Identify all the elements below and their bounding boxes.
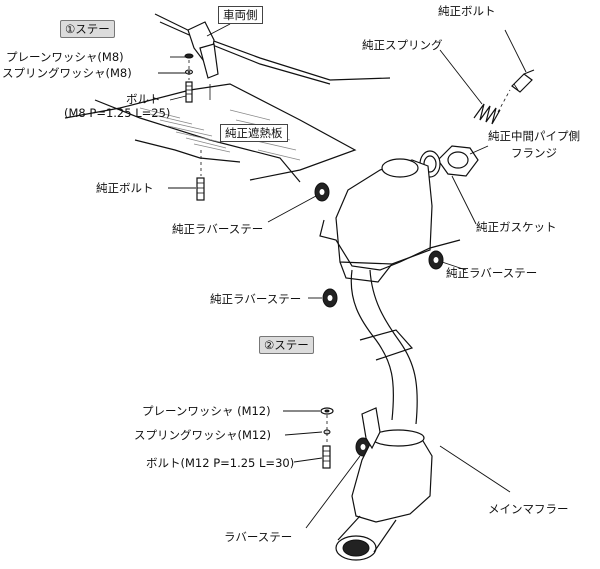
bolt-m12-label: ボルト(M12 P=1.25 L=30) <box>146 456 295 470</box>
rubber-stays <box>314 182 444 457</box>
oem-spring-label: 純正スプリング <box>362 38 443 52</box>
oem-bolt-top-label: 純正ボルト <box>438 4 496 18</box>
oem-bolt-left <box>196 177 205 201</box>
oem-bolt-left-label: 純正ボルト <box>96 181 154 195</box>
oem-mid-pipe-flange-label: 純正中間パイプ側 フランジ <box>488 129 580 160</box>
plain-washer-m8-label: プレーンワッシャ(M8) <box>6 50 124 64</box>
oem-bolt-top <box>511 69 535 93</box>
bolt-m8-spec-label: (M8 P=1.25 L=25) <box>64 106 171 120</box>
vehicle-side-label: 車両側 <box>218 6 263 24</box>
spring-washer-m12-label: スプリングワッシャ(M12) <box>134 428 272 442</box>
leader-lines <box>158 23 527 529</box>
oem-spring <box>473 103 501 125</box>
oem-rubber-stay-2-label: 純正ラバーステー <box>446 266 538 280</box>
plain-washer-m12-label: プレーンワッシャ (M12) <box>142 404 271 418</box>
oem-rubber-stay-1-label: 純正ラバーステー <box>172 222 264 236</box>
rubber-stay-label: ラバーステー <box>224 530 293 544</box>
silencer-body <box>319 158 461 283</box>
stay1-label: ①ステー <box>60 20 115 38</box>
stay2-label: ②ステー <box>259 336 314 354</box>
stay2-bracket <box>320 407 381 469</box>
bolt-m8-label: ボルト <box>126 92 161 106</box>
main-muffler-label: メインマフラー <box>488 502 569 516</box>
spring-washer-m8-label: スプリングワッシャ(M8) <box>2 66 132 80</box>
oem-gasket-label: 純正ガスケット <box>476 220 557 234</box>
stay1-bracket <box>187 21 219 100</box>
assembly-lines <box>188 60 511 444</box>
tailpipe-and-muffler <box>335 269 433 561</box>
oem-heat-shield-label: 純正遮熱板 <box>220 124 288 142</box>
oem-rubber-stay-3-label: 純正ラバーステー <box>210 292 302 306</box>
